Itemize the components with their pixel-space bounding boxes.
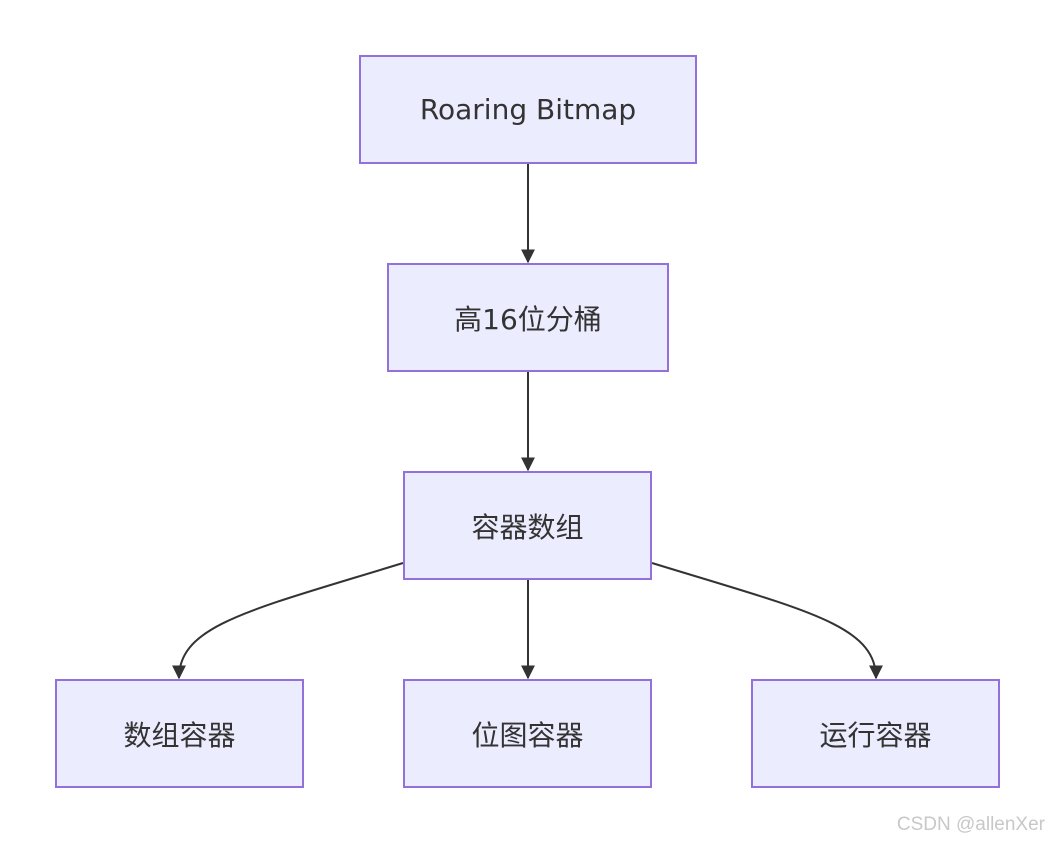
node-label: 数组容器 [123, 718, 236, 752]
node-label: Roaring Bitmap [419, 93, 637, 126]
node-label: 运行容器 [819, 718, 932, 752]
node-label: 容器数组 [471, 510, 584, 544]
node-array-container: 数组容器 [55, 679, 304, 788]
edge-container-array-to-array-container [172, 562, 404, 680]
node-label: 位图容器 [471, 718, 584, 752]
node-high16-bucket: 高16位分桶 [387, 263, 669, 372]
node-label: 高16位分桶 [454, 302, 602, 336]
node-bitmap-container: 位图容器 [403, 679, 652, 788]
node-container-array: 容器数组 [403, 471, 652, 580]
node-run-container: 运行容器 [751, 679, 1000, 788]
node-roaring-bitmap: Roaring Bitmap [359, 55, 697, 164]
watermark: CSDN @allenXer [896, 814, 1045, 835]
edge-container-array-to-run-container [651, 562, 883, 680]
